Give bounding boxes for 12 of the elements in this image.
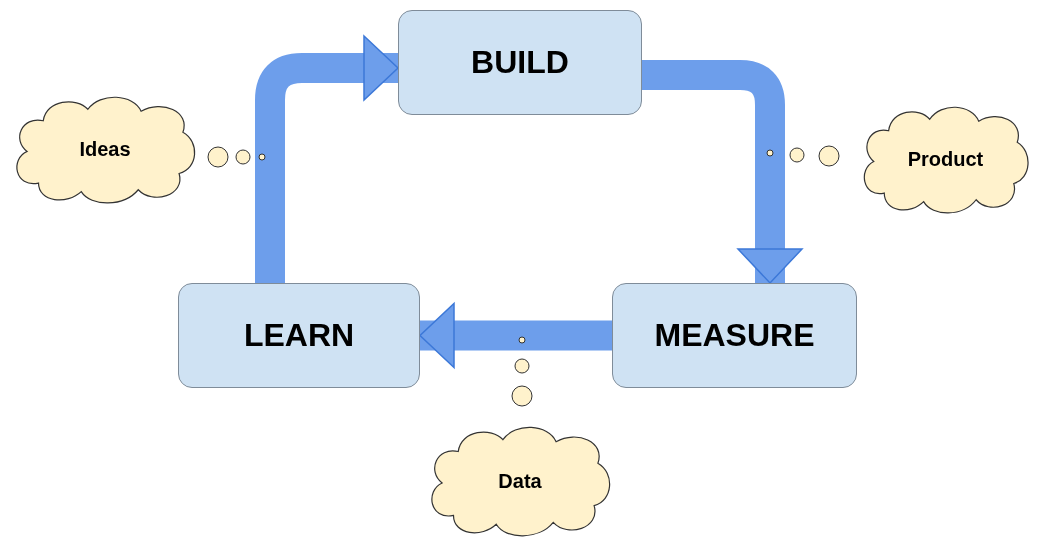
process-box <box>612 283 857 388</box>
block-arrow <box>255 35 399 283</box>
process-box <box>178 283 420 388</box>
node-label: Data <box>498 469 542 493</box>
node-label: BUILD <box>471 44 569 81</box>
node-label: MEASURE <box>654 317 815 354</box>
node-label: LEARN <box>243 317 355 354</box>
block-arrow <box>419 302 612 369</box>
node-label: Product <box>907 148 984 171</box>
process-box <box>398 10 642 115</box>
node-label: Ideas <box>79 138 131 161</box>
block-arrow <box>642 60 803 284</box>
